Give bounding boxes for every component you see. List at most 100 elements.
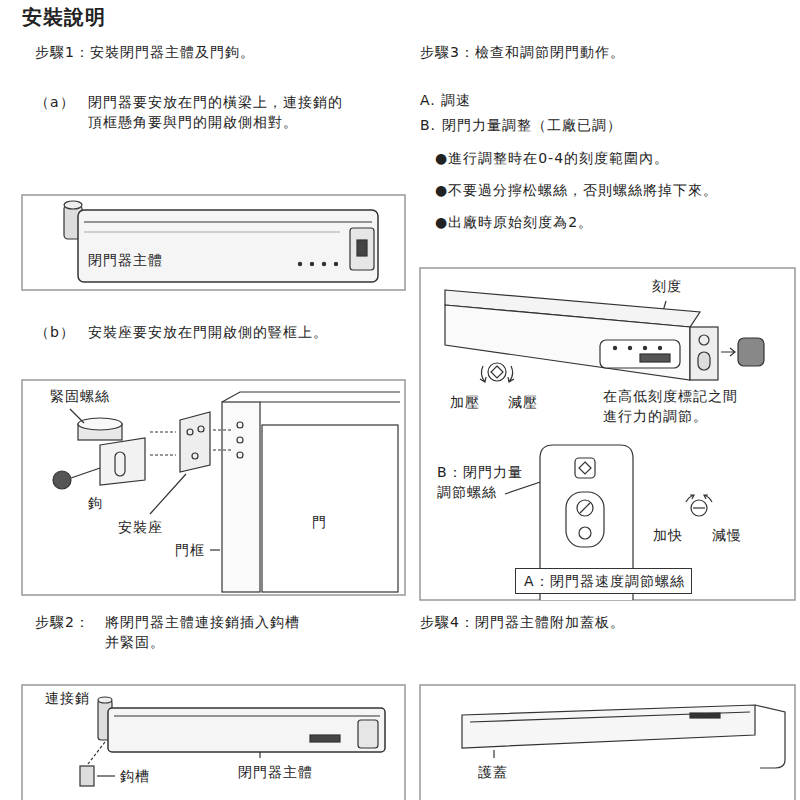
closer-end-detail xyxy=(698,352,710,370)
hook xyxy=(100,438,145,485)
door-closer-body xyxy=(80,766,94,786)
door-closer-body xyxy=(88,742,105,764)
leader-line xyxy=(150,474,186,514)
closer-end-detail xyxy=(690,327,718,380)
rotate-icon xyxy=(488,363,506,381)
closer-end-detail xyxy=(628,346,631,349)
direction-label: 加快 xyxy=(653,525,683,545)
leader-line xyxy=(259,752,260,758)
part-name: 閉門器主體 xyxy=(238,762,313,782)
door-frame xyxy=(222,402,260,592)
rotate-icon xyxy=(480,366,486,382)
part-name: 門 xyxy=(312,512,327,532)
door-closer-body xyxy=(310,262,313,265)
leader-line xyxy=(493,750,494,758)
mounting-seat xyxy=(150,431,176,432)
panel-frame xyxy=(420,685,795,800)
door-closer-body xyxy=(98,697,112,703)
callout-box: A：閉門器速度調節螺絲 xyxy=(515,568,692,594)
cover-plate xyxy=(470,712,750,722)
part-name: B：閉門力量調節螺絲 xyxy=(437,462,529,502)
door-closer-body xyxy=(322,262,325,265)
panel-frame xyxy=(420,268,795,600)
step-heading: 步驟4：閉門器主體附加蓋板。 xyxy=(420,612,625,632)
adjuster-inset xyxy=(579,462,591,474)
instruction-text: 閉門器要安放在門的橫梁上，連接銷的頂框懸角要與門的開啟側相對。 xyxy=(88,92,346,132)
rotate-icon xyxy=(691,500,707,516)
panel-frame xyxy=(22,380,405,595)
instruction-text: A. 調速 xyxy=(420,90,471,110)
step-heading: 步驟1：安裝閉門器主體及門鉤。 xyxy=(35,42,255,62)
bullet-note: ●進行調整時在0-4的刻度範圍內。 xyxy=(435,148,669,168)
closer-end-detail xyxy=(738,338,764,366)
leader-line xyxy=(70,301,666,776)
bullet-note: ●不要過分擰松螺絲，否則螺絲將掉下來。 xyxy=(435,180,718,200)
door-closer-body xyxy=(310,735,340,742)
door-closer-body xyxy=(80,697,385,786)
panel-frame xyxy=(22,685,405,800)
door-frame xyxy=(237,437,243,443)
mounting-seat xyxy=(180,412,210,472)
hook xyxy=(53,471,71,489)
note-text: 在高低刻度標記之間進行力的調節。 xyxy=(603,386,741,426)
door-closer-body xyxy=(64,201,82,209)
part-name: 鈎槽 xyxy=(120,766,150,786)
step-heading: 步驟3：檢查和調節閉門動作。 xyxy=(420,42,625,62)
door-frame xyxy=(260,401,400,402)
cover-plate xyxy=(462,705,785,768)
mounting-seat xyxy=(213,429,232,430)
rotate-icon xyxy=(508,366,514,382)
page-title: 安裝說明 xyxy=(22,4,106,30)
mounting-seat xyxy=(192,453,198,459)
hook xyxy=(78,418,122,430)
item-marker: （b） xyxy=(35,322,75,342)
leader-line xyxy=(210,549,220,550)
door-closer-body xyxy=(84,221,372,222)
door-closer-body xyxy=(114,715,380,716)
closer-end-detail xyxy=(658,346,661,349)
step-heading: 將閉門器主體連接銷插入鈎槽并緊固。 xyxy=(105,612,303,652)
leader-line xyxy=(70,409,84,423)
mounting-seat xyxy=(213,449,232,450)
part-name: 護蓋 xyxy=(478,762,508,782)
cover-plate xyxy=(462,705,755,748)
door-closer-body xyxy=(108,708,385,752)
rotate-icon xyxy=(693,507,705,508)
door-closer-body xyxy=(350,228,374,270)
part-name: 門框 xyxy=(175,540,205,560)
bullet-note: ●出廠時原始刻度為2。 xyxy=(435,212,593,232)
closer-end-detail xyxy=(613,346,616,349)
part-name: 刻度 xyxy=(652,276,682,296)
instruction-text: 安裝座要安放在門開啟側的豎框上。 xyxy=(88,322,328,342)
panel-frame xyxy=(22,195,795,800)
cover-plate xyxy=(755,705,785,768)
mounting-seat xyxy=(150,412,232,472)
door-frame xyxy=(237,452,243,458)
hook xyxy=(53,418,145,489)
closer-end-detail xyxy=(643,346,646,349)
cover-plate xyxy=(690,713,720,718)
door-closer-body xyxy=(358,720,378,748)
door-frame xyxy=(262,425,398,592)
door-closer-body xyxy=(334,262,337,265)
hook xyxy=(115,452,125,476)
rotate-icon xyxy=(704,495,712,502)
closer-end-detail xyxy=(640,354,670,362)
part-name: 連接銷 xyxy=(45,688,90,708)
door-frame xyxy=(222,392,400,402)
adjuster-inset xyxy=(566,492,604,547)
direction-label: 減壓 xyxy=(508,392,538,412)
part-name: 緊固螺絲 xyxy=(50,386,110,406)
door-closer-body xyxy=(298,262,301,265)
part-name: 鉤 xyxy=(88,493,103,513)
callout-text: A：閉門器速度調節螺絲 xyxy=(524,571,683,591)
mounting-seat xyxy=(187,429,193,435)
adjuster-inset xyxy=(580,503,590,513)
rotate-icon xyxy=(686,495,694,502)
closer-end-detail xyxy=(721,348,735,356)
door-frame xyxy=(222,392,400,592)
item-marker: （a） xyxy=(35,92,75,112)
part-name: 安裝座 xyxy=(118,517,163,537)
panel-frame xyxy=(22,195,405,290)
